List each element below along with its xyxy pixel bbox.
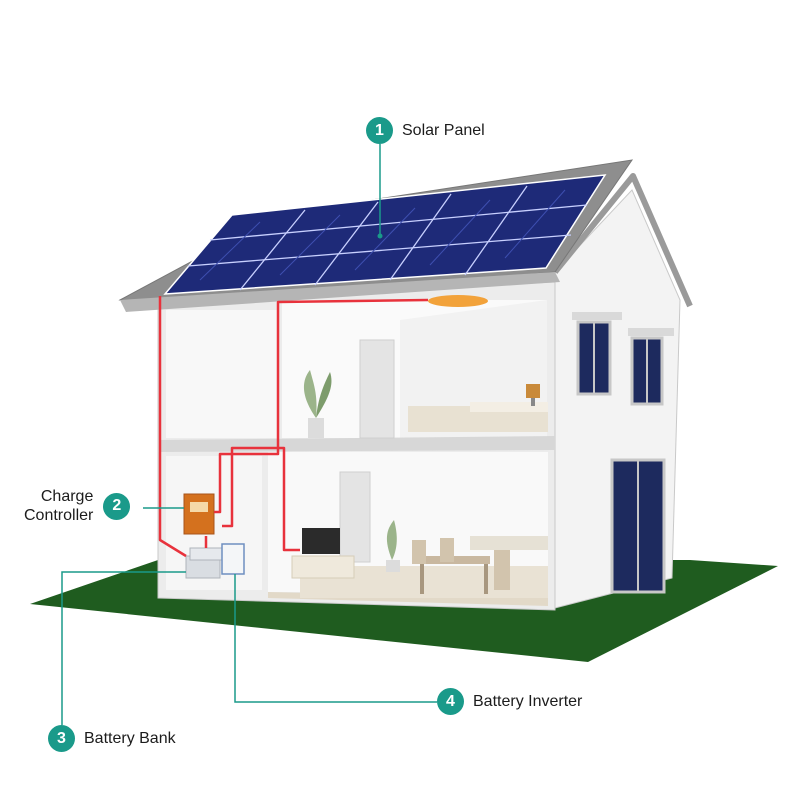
callout-label: Battery Bank xyxy=(84,729,176,748)
callout-label-line1: Charge xyxy=(24,487,93,506)
callout-label-line2: Controller xyxy=(24,506,93,525)
upper-room-left xyxy=(166,310,278,438)
callout-number-badge: 4 xyxy=(437,688,464,715)
callout-battery-inverter: 4 Battery Inverter xyxy=(437,688,582,715)
callout-charge-controller: Charge Controller 2 xyxy=(24,487,130,525)
callout-number-badge: 3 xyxy=(48,725,75,752)
charge-controller-screen xyxy=(190,502,208,512)
lower-door xyxy=(340,472,370,562)
battery-inverter-box xyxy=(222,544,244,574)
callout-battery-bank: 3 Battery Bank xyxy=(48,725,176,752)
solar-panel-dot xyxy=(378,234,383,239)
callout-solar-panel: 1 Solar Panel xyxy=(366,117,485,144)
ceiling-light xyxy=(428,295,488,307)
callout-label: Solar Panel xyxy=(402,121,485,140)
callout-number-badge: 1 xyxy=(366,117,393,144)
callout-label: Charge Controller xyxy=(24,487,93,525)
charge-controller-box xyxy=(184,494,214,534)
callout-number-badge: 2 xyxy=(103,493,130,520)
callout-label: Battery Inverter xyxy=(473,692,582,711)
battery-bank-box-2 xyxy=(190,548,224,560)
upper-door xyxy=(360,340,394,438)
